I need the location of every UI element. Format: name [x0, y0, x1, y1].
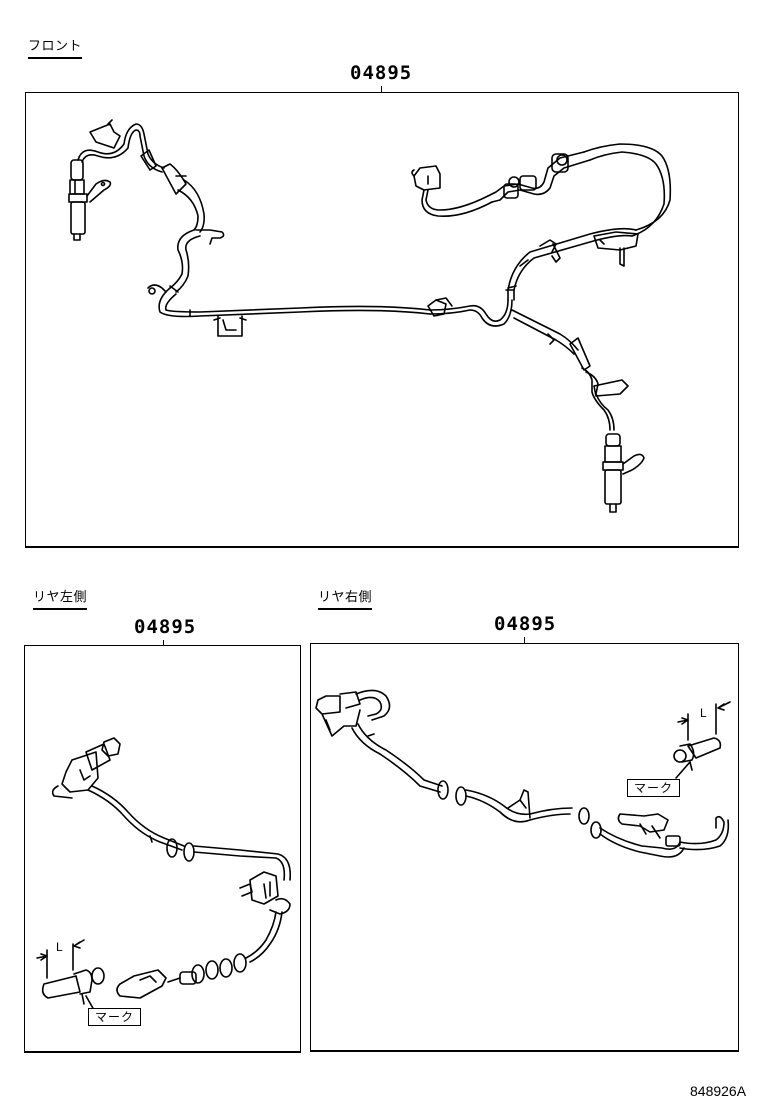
rear-left-sensor-icon: [41, 967, 105, 1005]
dimension-label-rear-left: L: [56, 940, 63, 954]
frame-rear-left: [24, 645, 301, 1053]
mark-callout-rear-right: マーク: [627, 779, 681, 797]
section-label-rear-right: リヤ右側: [318, 591, 373, 610]
leader-rear-right: [524, 637, 525, 644]
frame-rear-right: [310, 643, 739, 1052]
rear-right-sensor-icon: [673, 737, 722, 771]
front-left-sensor-icon: [68, 159, 112, 241]
front-harness: [68, 119, 672, 513]
rear-left-harness: [36, 737, 292, 1013]
front-right-sensor-icon: [602, 433, 645, 513]
rear-right-dimension-icon: [677, 701, 731, 741]
frame-front: [25, 92, 739, 548]
dimension-label-rear-right: L: [700, 706, 707, 720]
rear-left-connector-icon: [51, 737, 121, 799]
rear-right-connector-icon: [315, 691, 361, 737]
leader-rear-left: [163, 640, 164, 646]
reference-code: 848926A: [690, 1083, 747, 1099]
section-label-front: フロント: [28, 40, 83, 59]
rear-right-harness: [315, 689, 731, 858]
front-connector-icon: [411, 165, 441, 191]
section-label-rear-left: リヤ左側: [33, 591, 88, 610]
part-number-front[interactable]: 04895: [350, 62, 413, 84]
rear-left-dimension-icon: [36, 939, 85, 979]
leader-front: [381, 86, 382, 93]
part-number-rear-left[interactable]: 04895: [134, 616, 197, 638]
part-number-rear-right[interactable]: 04895: [494, 613, 557, 635]
mark-callout-rear-left: マーク: [88, 1008, 142, 1026]
